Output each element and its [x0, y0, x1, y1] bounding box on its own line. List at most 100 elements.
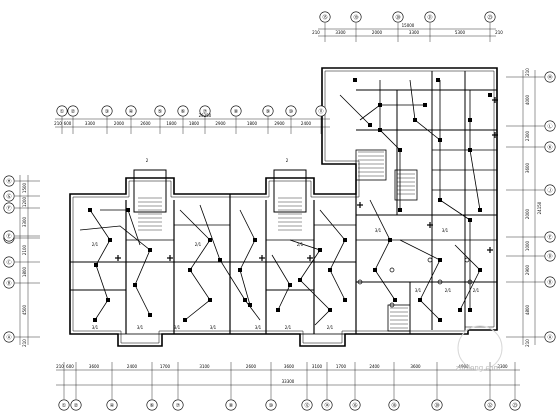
ceiling-light-symbol — [148, 313, 152, 317]
axis-label: ⑤ — [158, 109, 162, 115]
room-label: 2/1 — [195, 242, 202, 247]
switch-symbol — [167, 255, 173, 261]
axis-bubble: ⑥ — [146, 399, 158, 411]
axis-label: Ⓛ — [547, 123, 552, 130]
dimension-text: 2000 — [525, 208, 530, 219]
ceiling-light-symbol — [248, 303, 252, 307]
ceiling-light-symbol — [393, 298, 397, 302]
wire-run — [289, 239, 331, 326]
ceiling-light-symbol — [378, 103, 382, 107]
switch-symbol — [307, 255, 313, 261]
axis-label: ⑥ — [150, 403, 155, 409]
dimension-text: 210 — [525, 339, 530, 347]
axis-label: Ⓑ — [547, 279, 552, 286]
axis-label: ④ — [129, 109, 134, 115]
room-label: 3/1 — [174, 325, 181, 330]
ceiling-light-symbol — [388, 238, 392, 242]
ceiling-light-symbol — [478, 268, 482, 272]
axis-bubble: Ⓕ — [3, 202, 15, 214]
room-label: 2 — [146, 158, 149, 163]
dimension-text: 3100 — [199, 364, 210, 369]
ceiling-light-symbol — [478, 208, 482, 212]
room-label: 2 — [286, 158, 289, 163]
ceiling-light-symbol — [276, 308, 280, 312]
ceiling-light-symbol — [88, 208, 92, 212]
axis-bubble: ⑯ — [349, 399, 361, 411]
dimension-text: 3600 — [89, 364, 100, 369]
ceiling-light-symbol — [423, 103, 427, 107]
axis-bubble: Ⓗ — [3, 175, 15, 187]
dimension-text: 1800 — [166, 121, 177, 126]
watermark: zhulong.com — [456, 325, 503, 372]
room-label: 3/1 — [375, 228, 382, 233]
switch-symbol — [492, 132, 498, 138]
ceiling-light-symbol — [93, 318, 97, 322]
total-dimension-text: 33300 — [282, 379, 295, 384]
ceiling-light-symbol — [108, 238, 112, 242]
dimension-text: 1700 — [160, 364, 171, 369]
axis-label: ㉓ — [487, 14, 492, 21]
switch-symbol — [427, 222, 433, 228]
axis-bubble: ㉑ — [424, 11, 436, 23]
total-dimension-text: 24150 — [537, 201, 542, 214]
ceiling-light-symbol — [183, 318, 187, 322]
junction-box-symbol — [389, 267, 395, 273]
ceiling-light-symbol — [328, 308, 332, 312]
ceiling-light-symbol — [398, 148, 402, 152]
axis-bubble: Ⓑ — [3, 277, 15, 289]
axis-label: Ⓜ — [547, 74, 552, 81]
junction-box-symbol — [464, 257, 470, 263]
axis-label: ⑪ — [318, 108, 323, 115]
wire-run — [79, 225, 151, 316]
axis-bubbles: ①②③④⑤⑥⑦⑧⑨⑩⑪⑮⑲⑳㉑㉓①②④⑥⑦⑧⑩⑫⑭⑯⑱⑳㉒㉓ⒶⒷⒸⒹⒺⒻⒼⒽⒶⒷ… — [3, 11, 556, 411]
axis-label: ㉓ — [512, 402, 517, 409]
axis-label: Ⓗ — [6, 178, 11, 185]
room-label: 2/1 — [473, 288, 480, 293]
axis-bubble: ㉓ — [509, 399, 521, 411]
wire-run — [199, 204, 261, 321]
wire-run — [339, 94, 371, 126]
axis-label: ⑥ — [181, 109, 186, 115]
dimension-text: 2000 — [372, 30, 383, 35]
axis-label: Ⓕ — [6, 205, 11, 212]
total-dimension-text: 26250 — [199, 113, 212, 118]
axis-bubble: ① — [56, 105, 68, 117]
dimension-text: 1800 — [22, 266, 27, 277]
wire-run — [359, 104, 425, 121]
dimension-text: 2400 — [301, 121, 312, 126]
ceiling-light-symbol — [94, 263, 98, 267]
axis-label: ① — [62, 403, 67, 409]
dimension-text: 1200 — [22, 196, 27, 207]
dimension-text: 2900 — [215, 121, 226, 126]
junction-box-symbol — [437, 279, 443, 285]
ceiling-light-symbol — [413, 118, 417, 122]
room-label: 2/1 — [92, 242, 99, 247]
dimension-text: 3300 — [497, 364, 508, 369]
dimension-text: 210 — [312, 30, 320, 35]
ceiling-light-symbol — [218, 258, 222, 262]
room-label: 2/1 — [297, 242, 304, 247]
building-walls — [69, 67, 498, 347]
dimension-text: 1800 — [247, 121, 258, 126]
dimension-text: 5300 — [455, 30, 466, 35]
room-label: 3/1 — [92, 325, 99, 330]
ceiling-light-symbol — [468, 218, 472, 222]
dimension-text: 2600 — [246, 364, 257, 369]
axis-bubble: ⑦ — [199, 105, 211, 117]
dimension-text: 1000 — [525, 240, 530, 251]
axis-label: ⑳ — [434, 402, 439, 409]
ceiling-light-symbol — [368, 123, 372, 127]
ceiling-light-symbol — [343, 298, 347, 302]
dimension-text: 4900 — [458, 364, 469, 369]
axis-label: ⑦ — [203, 109, 208, 115]
axis-label: ㉑ — [427, 14, 432, 21]
axis-label: ② — [74, 403, 79, 409]
axis-label: ⑮ — [322, 14, 327, 21]
axis-label: Ⓖ — [6, 193, 11, 200]
dimension-text: 210 — [22, 339, 27, 347]
axis-label: ② — [71, 109, 76, 115]
axis-bubble: ⑪ — [315, 105, 327, 117]
wire-run — [454, 244, 481, 311]
ceiling-light-symbol — [243, 298, 247, 302]
